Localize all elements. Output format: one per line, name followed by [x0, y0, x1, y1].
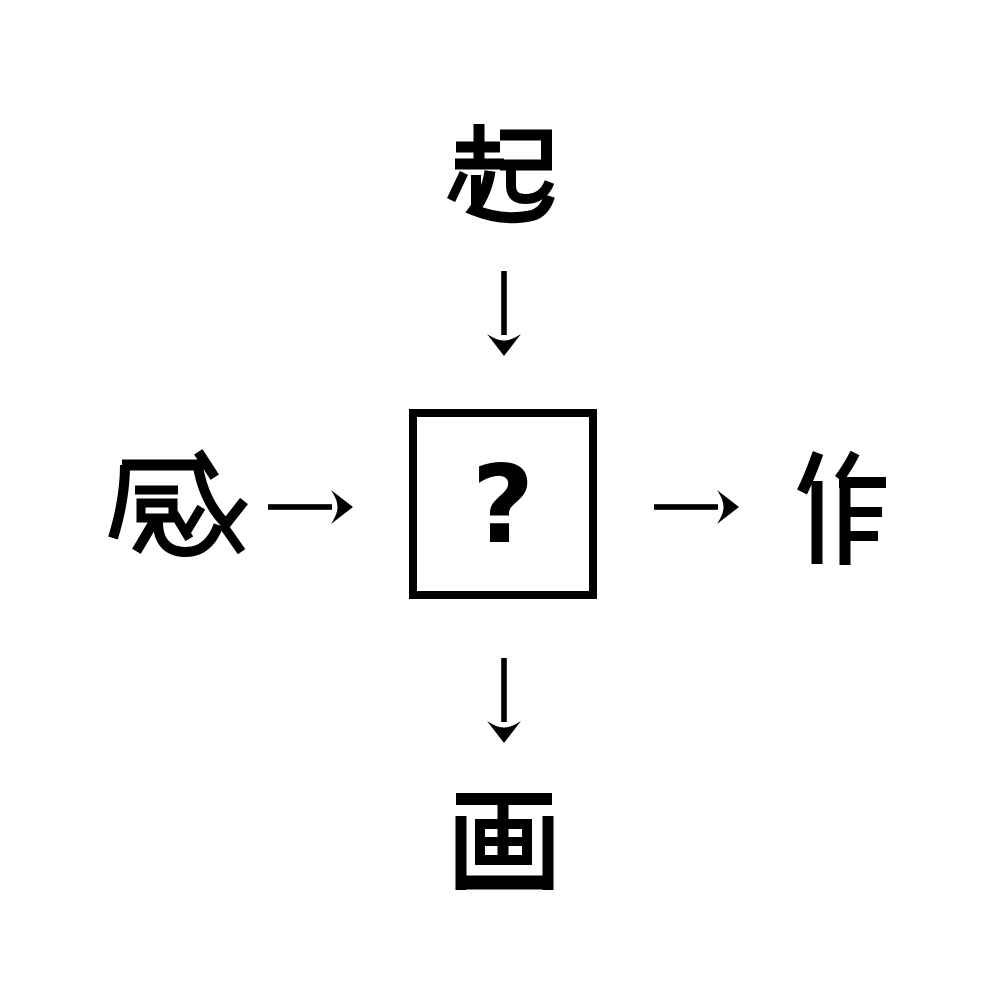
center-answer-box: ?: [409, 409, 597, 599]
arrow-left-to-center-icon: →: [268, 489, 353, 525]
kanji-left-node: 感: [108, 449, 248, 560]
kanji-right-node: 作: [797, 450, 886, 566]
kanji-top-glyph: [447, 124, 555, 224]
question-mark-placeholder: ?: [471, 443, 535, 568]
kanji-left-glyph: [108, 449, 248, 557]
kanji-right-glyph: [797, 450, 886, 565]
arrow-center-to-right-icon: →: [654, 489, 739, 525]
arrow-center-to-bottom-icon: ↓: [486, 658, 522, 743]
arrow-top-to-center-icon: ↓: [486, 271, 522, 356]
kanji-bottom-node: 画: [455, 793, 554, 890]
kanji-top-node: 起: [447, 121, 555, 225]
kanji-bottom-glyph: [455, 793, 554, 890]
